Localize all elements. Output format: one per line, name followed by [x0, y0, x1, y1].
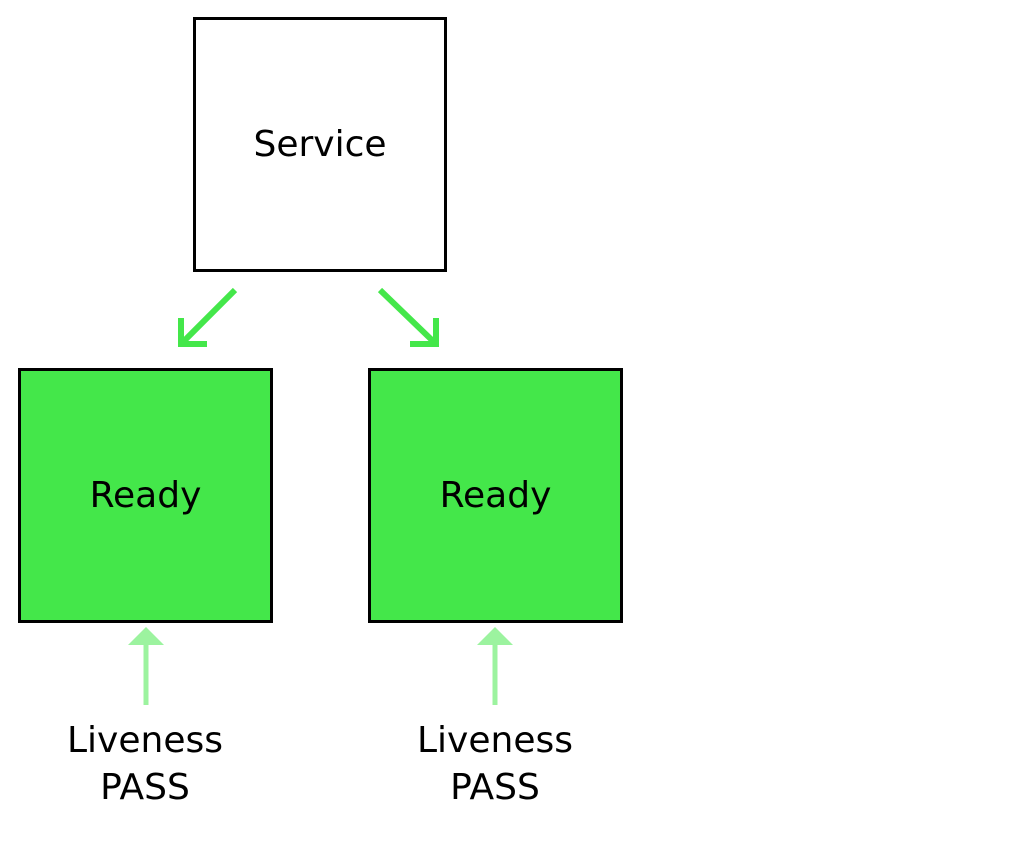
ready-pod-2: Ready: [368, 368, 623, 623]
pod-status-label: Ready: [89, 475, 202, 516]
pod-status-label: Ready: [439, 475, 552, 516]
service-label: Service: [253, 124, 387, 165]
probe-type: Liveness: [67, 720, 223, 761]
probe-result: PASS: [450, 767, 540, 808]
ready-pod-1: Ready: [18, 368, 273, 623]
traffic-arrow-right: [377, 287, 439, 347]
traffic-arrow-left: [178, 287, 238, 347]
liveness-probe-1: Liveness PASS: [35, 717, 255, 811]
probe-arrow-right: [477, 627, 513, 705]
service-box: Service: [193, 17, 447, 272]
probe-arrow-left: [128, 627, 164, 705]
probe-type: Liveness: [417, 720, 573, 761]
probe-result: PASS: [100, 767, 190, 808]
liveness-probe-2: Liveness PASS: [385, 717, 605, 811]
